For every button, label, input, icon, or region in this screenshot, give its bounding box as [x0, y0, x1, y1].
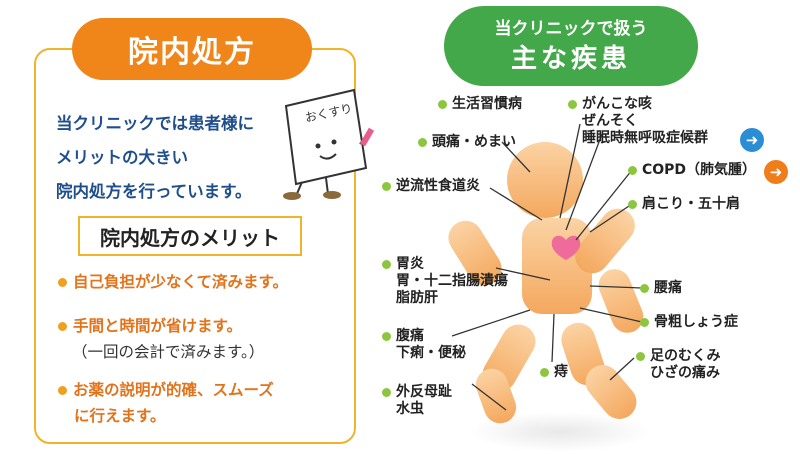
label-cough-asthma-apnea: がんこな咳ぜんそく睡眠時無呼吸症候群: [568, 96, 708, 147]
bullet-icon: [382, 181, 391, 191]
bullet-icon: [418, 137, 427, 147]
label-headache-dizziness: 頭痛・めまい: [418, 134, 516, 151]
bullet-icon: [58, 278, 67, 287]
merit-item-3-cont: に行えます。: [74, 407, 166, 425]
bullet-icon: [540, 367, 549, 377]
bullet-icon: [438, 99, 447, 109]
label-copd: COPD（肺気腫）: [628, 162, 756, 179]
merit-item-1: 自己負担が少なくて済みます。: [58, 270, 288, 292]
bullet-icon: [382, 259, 391, 269]
copd-link-arrow-icon[interactable]: ➜: [764, 160, 788, 184]
label-shoulder: 肩こり・五十肩: [628, 196, 740, 213]
label-leg-knee: 足のむくみひざの痛み: [636, 348, 721, 382]
bullet-icon: [58, 386, 67, 395]
bullet-icon: [628, 199, 637, 209]
bullet-icon: [636, 351, 645, 361]
label-lifestyle-disease: 生活習慣病: [438, 96, 522, 113]
intro-line-2: メリットの大きい: [56, 148, 188, 167]
disease-title-line2: 主な疾患: [510, 44, 631, 74]
intro-line-3: 院内処方を行っています。: [56, 182, 252, 201]
bullet-icon: [628, 165, 637, 175]
bullet-icon: [640, 317, 649, 327]
panel-title: 院内処方: [72, 18, 312, 80]
label-reflux-esophagitis: 逆流性食道炎: [382, 178, 480, 195]
bullet-icon: [382, 331, 391, 341]
disease-title-line1: 当クリニックで扱う: [494, 19, 648, 39]
merit-item-2-note: （一回の会計で済みます。）: [72, 343, 265, 361]
label-stomach: 胃炎胃・十二指腸潰瘍脂肪肝: [382, 256, 508, 307]
bullet-icon: [382, 387, 391, 397]
apnea-link-arrow-icon[interactable]: ➜: [740, 128, 764, 152]
merit-title: 院内処方のメリット: [78, 216, 302, 256]
label-hemorrhoids: 痔: [540, 364, 568, 381]
merit-item-3: お薬の説明が的確、スムーズ: [58, 378, 274, 400]
intro-line-1: 当クリニックでは患者様に: [56, 114, 254, 133]
label-osteoporosis: 骨粗しょう症: [640, 314, 738, 331]
label-foot: 外反母趾水虫: [382, 384, 452, 418]
label-abdominal: 腹痛下痢・便秘: [382, 328, 466, 362]
body-figure-illustration: [448, 123, 650, 452]
merit-item-2: 手間と時間が省けます。: [58, 314, 242, 336]
label-lowback-pain: 腰痛: [640, 280, 682, 297]
bullet-icon: [640, 283, 649, 293]
disease-title-badge: [444, 6, 698, 86]
medicine-mascot-illustration: おくすり: [283, 88, 375, 200]
bullet-icon: [568, 99, 577, 109]
bullet-icon: [58, 322, 67, 331]
